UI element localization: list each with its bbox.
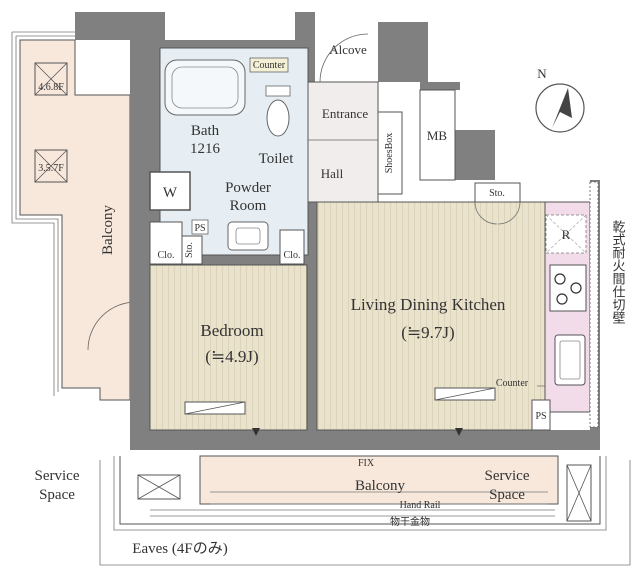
alcove-label: Alcove [329,42,367,57]
meter-box [419,89,456,181]
front-balcony: FIX Balcony Hand Rail 物干金物 Service Space… [35,455,631,566]
closet-bedroom-label: Clo. [284,250,301,261]
refrigerator-label: R [562,227,571,242]
front-balcony-floor [199,455,559,505]
side-balcony-rails [11,31,83,396]
front-door-swing [319,33,369,83]
ps-right [531,399,551,431]
compass-label: N [537,66,547,81]
service-left-line1: Service [35,468,80,484]
ldk-label: Living Dining Kitchen [351,295,506,314]
eaves-outline [99,460,631,566]
hall-floor [307,81,379,203]
hand-rail-label: Hand Rail [400,500,441,511]
bathtub [164,59,246,116]
toilet-bowl [266,99,290,137]
service-right-line2: Space [489,487,525,503]
counter-top [249,57,289,73]
fire-wall [589,181,599,428]
room-label: Room [230,198,267,214]
washer [149,171,191,211]
ldk-floor [316,201,546,431]
bedroom-window-mark [252,428,260,436]
kitchen-counter-label: Counter [496,378,529,389]
floor-note-top: 4.6.8F [38,82,64,93]
floor-note-bottom: 3.5.7F [38,163,64,174]
compass: N [535,66,585,133]
storage-ldk-label: Sto. [489,188,505,199]
front-balcony-label: Balcony [355,478,405,494]
shoes-box [377,111,403,195]
side-balcony-label: Balcony [100,205,116,255]
powder-label: Powder [225,180,271,196]
toilet-label: Toilet [259,151,295,167]
bath-size: 1216 [190,141,221,157]
kitchen-sink [554,334,586,386]
storage-ldk [474,182,521,203]
service-left-line2: Space [39,487,75,503]
counter-top-label: Counter [253,60,286,71]
ldk-window-mark [455,428,463,436]
bedroom-size: (≒4.9J) [205,347,258,366]
ps-left-label: PS [194,223,205,234]
shoes-box-label: ShoesBox [384,133,395,174]
bedroom-label: Bedroom [200,321,263,340]
stove [549,264,587,312]
meter-box-label: MB [427,128,448,143]
service-right-line1: Service [485,468,530,484]
washer-label: W [163,185,178,201]
ps-left [191,219,209,235]
entry-area: Alcove Entrance Hall ShoesBox MB [307,33,456,254]
closets: Clo. Sto. Clo. [149,221,305,265]
entrance-label: Entrance [322,106,368,121]
wall-note: 乾式耐火間仕切壁 [611,220,626,324]
closet-left [149,221,183,265]
wet-area: Bath 1216 Counter Toilet Powder Room W P… [149,47,309,256]
hatch-bottom [34,149,68,183]
hatch-top [34,62,68,96]
drying-rail-label: 物干金物 [390,515,430,528]
fix-label: FIX [358,458,375,469]
front-balcony-outer [119,456,601,525]
wash-basin [227,221,269,251]
balcony-door-swing [87,301,137,351]
eaves-label: Eaves (4Fのみ) [132,541,227,557]
compass-needle [552,88,572,128]
closet-bedroom [279,229,305,265]
side-balcony-floor [19,39,131,401]
storage-left-label: Sto. [184,242,195,258]
side-balcony: 4.6.8F 3.5.7F Balcony [11,31,137,401]
bedroom: Bedroom (≒4.9J) [149,264,308,436]
kitchen: R PS 乾式耐火間仕切壁 [531,181,626,431]
ldk: Sto. Living Dining Kitchen (≒9.7J) Count… [316,182,546,436]
storage-ldk-doors [474,201,521,225]
bath-label: Bath [191,123,220,139]
storage-left [181,235,203,265]
closet-left-label: Clo. [158,250,175,261]
hall-label: Hall [321,166,344,181]
ps-right-label: PS [535,411,546,422]
ldk-size: (≒9.7J) [401,323,454,342]
